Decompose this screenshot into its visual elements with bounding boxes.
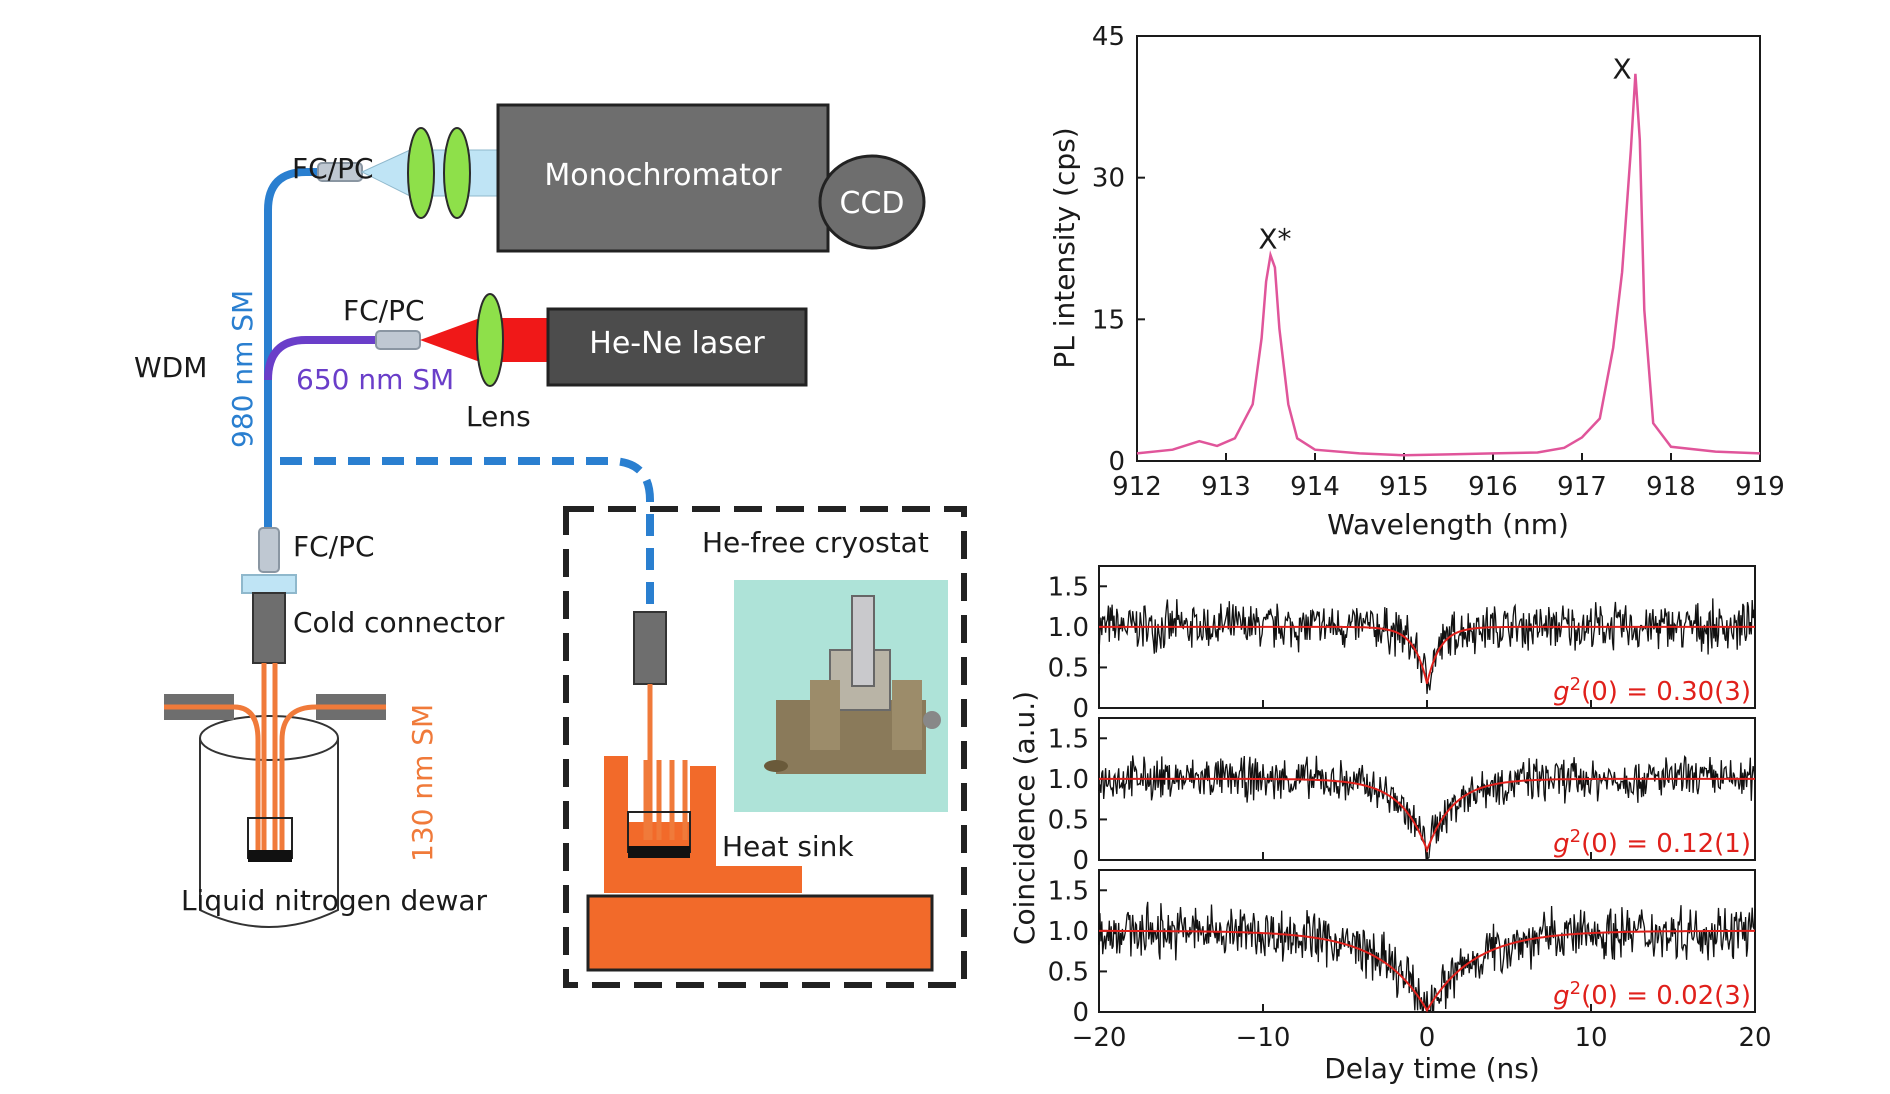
g2-value-label: g2(0) = 0.02(3) — [1553, 978, 1751, 1011]
pl-xtick-label: 916 — [1468, 472, 1518, 502]
g2-trace — [1098, 755, 1756, 860]
setup-schematic: Monochromator CCD FC/PC He-Ne laser FC/P… — [134, 103, 967, 988]
dashed-fiber-path — [280, 457, 654, 612]
pl-xtick-label: 919 — [1735, 472, 1785, 502]
g2-ytick-label: 0.5 — [1048, 653, 1089, 683]
g2-xtick-label: −10 — [1236, 1023, 1291, 1053]
monochromator-label: Monochromator — [544, 158, 782, 193]
lens-top-1 — [407, 127, 435, 219]
g2-xtick-label: 20 — [1738, 1023, 1771, 1053]
pl-xtick-label: 918 — [1646, 472, 1696, 502]
pl-ytick-label: 30 — [1092, 164, 1125, 194]
cryostat-photo — [734, 580, 948, 812]
dewar-body — [199, 738, 339, 928]
g2-ytick-label: 0 — [1072, 998, 1089, 1028]
g2-trace — [1098, 901, 1756, 1012]
pl-xtick-label: 913 — [1201, 472, 1251, 502]
g2-fit — [1099, 929, 1755, 1013]
g2-chart: 0 0.5 1.0 1.5 g2(0) = 0.30(3) 0 0.5 1.0 1.5 g2(0)… — [1008, 565, 1772, 1085]
fiber-130-right — [279, 704, 317, 858]
fiber-650-path — [264, 336, 384, 381]
cold-connector-label: Cold connector — [293, 606, 505, 639]
fiber-980-label: 980 nm SM — [226, 290, 259, 448]
pl-ytick-label: 15 — [1092, 305, 1125, 335]
g2-ytick-label: 0 — [1072, 846, 1089, 876]
fc-pc-lower-connector — [258, 527, 280, 573]
he-ne-laser-box — [546, 307, 808, 387]
dewar-chip — [248, 850, 292, 862]
fiber-130-left — [233, 704, 261, 858]
g2-trace — [1098, 598, 1756, 694]
g2-ytick-label: 1.0 — [1048, 917, 1089, 947]
ccd-circle — [818, 154, 926, 250]
cryostat-base — [586, 894, 934, 972]
cold-connector-flange — [241, 574, 297, 594]
he-ne-laser-label: He-Ne laser — [589, 326, 765, 361]
pl-ylabel: PL intensity (cps) — [1048, 127, 1081, 368]
g2-xtick-label: −20 — [1072, 1023, 1127, 1053]
cryostat-connector — [633, 611, 667, 685]
ccd-label: CCD — [840, 186, 905, 221]
g2-ytick-label: 0 — [1072, 694, 1089, 724]
g2-ytick-label: 1.5 — [1048, 724, 1089, 754]
g2-value-label: g2(0) = 0.12(1) — [1553, 826, 1751, 859]
pl-plot-frame — [1136, 35, 1761, 462]
pl-ytick-label: 0 — [1108, 447, 1125, 477]
cryostat-label: He-free cryostat — [702, 526, 929, 559]
lens-laser — [476, 293, 504, 387]
g2-panel: 0 0.5 1.0 1.5 g2(0) = 0.30(3) — [1048, 565, 1756, 724]
g2-panel: 0 0.5 1.0 1.5 g2(0) = 0.12(1) — [1048, 717, 1756, 876]
g2-ytick-label: 1.5 — [1048, 572, 1089, 602]
g2-fit — [1099, 625, 1755, 684]
heat-sink-label: Heat sink — [722, 830, 854, 863]
fc-pc-laser-connector — [375, 330, 421, 350]
g2-ytick-label: 1.0 — [1048, 765, 1089, 795]
g2-panel: 0 0.5 1.0 1.5 g2(0) = 0.02(3) — [1048, 869, 1756, 1028]
pl-spectrum-chart: 912 913 914 915 916 917 918 919 0 15 30 45 X* X Wav… — [1048, 22, 1785, 541]
g2-xtick-label: 0 — [1419, 1023, 1436, 1053]
g2-ylabel: Coincidence (a.u.) — [1008, 691, 1041, 945]
lens-label: Lens — [466, 400, 531, 433]
fc-pc-lower-label: FC/PC — [293, 530, 375, 563]
pl-annotation-x: X — [1612, 53, 1631, 86]
fiber-650-label: 650 nm SM — [296, 363, 454, 396]
pl-trace — [1136, 73, 1761, 457]
pl-xtick-label: 912 — [1112, 472, 1162, 502]
cold-connector-body — [252, 592, 286, 664]
pl-xtick-label: 917 — [1557, 472, 1607, 502]
g2-xtick-label: 10 — [1574, 1023, 1607, 1053]
fc-pc-top-label: FC/PC — [292, 152, 374, 185]
monochromator-box — [496, 103, 830, 253]
pl-xlabel: Wavelength (nm) — [1327, 508, 1569, 541]
dewar-rim — [199, 715, 339, 761]
g2-ytick-label: 1.0 — [1048, 613, 1089, 643]
wdm-label: WDM — [134, 351, 207, 384]
g2-value-label: g2(0) = 0.30(3) — [1553, 674, 1751, 707]
g2-fit — [1099, 777, 1755, 854]
g2-panels: 0 0.5 1.0 1.5 g2(0) = 0.30(3) 0 0.5 1.0 1.5 g2(0)… — [1048, 565, 1772, 1053]
lens-top-2 — [443, 127, 471, 219]
g2-ytick-label: 1.5 — [1048, 876, 1089, 906]
g2-xlabel: Delay time (ns) — [1324, 1052, 1540, 1085]
g2-ytick-label: 0.5 — [1048, 957, 1089, 987]
pl-annotation-xstar: X* — [1258, 223, 1291, 256]
fiber-980-path — [264, 168, 330, 530]
cryostat-box — [563, 506, 967, 988]
heat-sink — [604, 756, 802, 893]
cryostat-chip — [628, 846, 690, 858]
g2-ytick-label: 0.5 — [1048, 805, 1089, 835]
fc-pc-laser-label: FC/PC — [343, 294, 425, 327]
pl-ticks: 912 913 914 915 916 917 918 919 0 15 30 45 — [1092, 22, 1785, 502]
fiber-130-label: 130 nm SM — [406, 704, 439, 862]
pl-xtick-label: 915 — [1379, 472, 1429, 502]
pl-xtick-label: 914 — [1290, 472, 1340, 502]
dewar-label: Liquid nitrogen dewar — [181, 884, 488, 917]
pl-ytick-label: 45 — [1092, 22, 1125, 52]
